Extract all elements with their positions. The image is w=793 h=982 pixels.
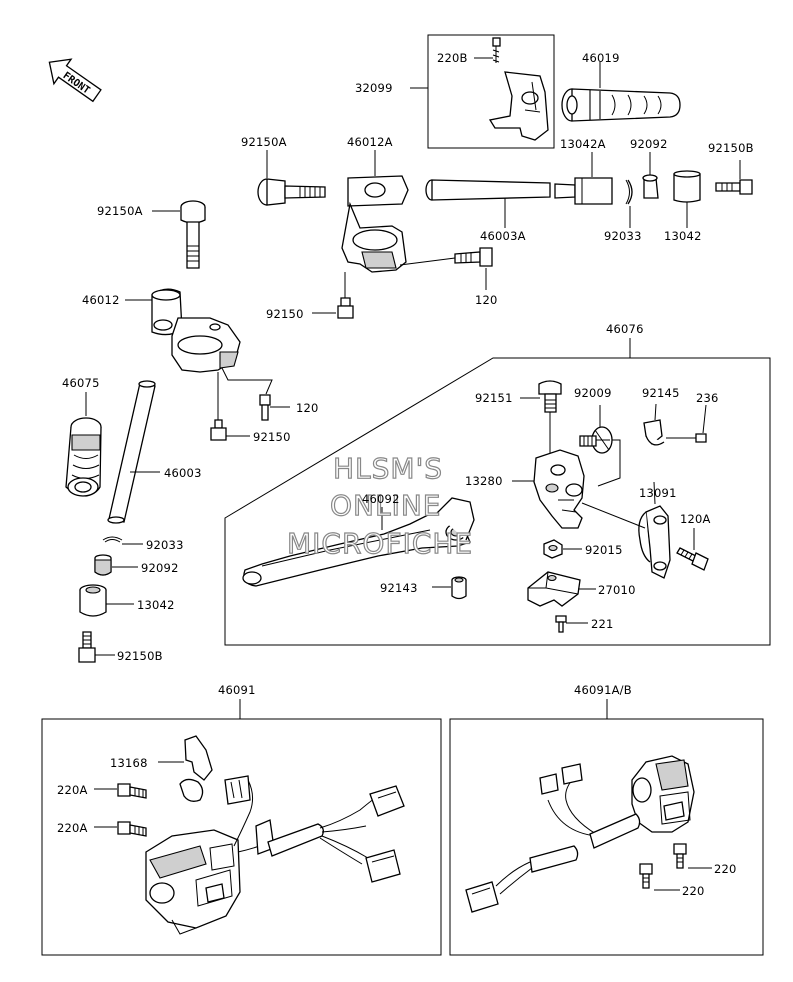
label-13280: 13280: [465, 474, 503, 488]
weight-13042A: [554, 152, 613, 205]
bolt-120-mid: [221, 367, 290, 421]
bolt-92150-mid: [210, 372, 250, 441]
bolt-92150-top: [312, 272, 354, 319]
wire-harness-right: [465, 763, 641, 913]
label-220-1: 220: [714, 862, 737, 876]
label-46091AB: 46091A/B: [574, 683, 632, 697]
lever-assembly-box: [224, 357, 771, 646]
switch-27010: [527, 571, 596, 607]
label-13042-low: 13042: [137, 598, 175, 612]
label-27010: 27010: [598, 583, 636, 597]
ring-92033-low: [102, 536, 143, 545]
screw-236: [666, 404, 707, 443]
front-arrow: FRONT: [48, 58, 102, 103]
watermark-line-1: HLSM'S: [333, 452, 443, 485]
label-46003: 46003: [164, 466, 202, 480]
label-13042A: 13042A: [560, 137, 606, 151]
label-46003A: 46003A: [480, 229, 526, 243]
label-120A: 120A: [680, 512, 711, 526]
clamp-46012: [125, 288, 241, 373]
bolt-92150B-top: [715, 160, 753, 195]
lever-holder-13280: [512, 449, 585, 529]
label-92092-low: 92092: [141, 561, 179, 575]
switch-box-left: [41, 718, 442, 956]
bracket-13168: [158, 735, 213, 802]
label-46019: 46019: [582, 51, 620, 65]
adjuster-92009: [579, 405, 621, 487]
label-120-mid: 120: [296, 401, 319, 415]
label-46092: 46092: [362, 492, 400, 506]
label-221: 221: [591, 617, 614, 631]
label-92150-top: 92150: [266, 307, 304, 321]
bolt-92151: [520, 380, 562, 460]
label-220A-1: 220A: [57, 783, 88, 797]
grip-46075: [65, 392, 102, 497]
throttle-box: [427, 34, 555, 149]
bushing-92143: [432, 576, 467, 600]
label-92092-top: 92092: [630, 137, 668, 151]
label-220-2: 220: [682, 884, 705, 898]
watermark-line-2: ONLINE: [330, 489, 441, 522]
ring-92033-top: [625, 179, 633, 228]
label-92015: 92015: [585, 543, 623, 557]
handlebar-46003A: [425, 179, 551, 228]
label-32099: 32099: [355, 81, 393, 95]
label-92143: 92143: [380, 581, 418, 595]
throttle-pulley-32099: [488, 71, 549, 141]
label-120-top: 120: [475, 293, 498, 307]
handlebar-46003: [107, 380, 160, 524]
label-46075: 46075: [62, 376, 100, 390]
clamp-46012A: [341, 150, 409, 273]
bolt-92150A-top: [257, 178, 326, 206]
label-220A-2: 220A: [57, 821, 88, 835]
screw-220A-2: [94, 821, 147, 837]
label-92150B-low: 92150B: [117, 649, 163, 663]
label-92150A-left: 92150A: [97, 204, 143, 218]
label-46012: 46012: [82, 293, 120, 307]
label-92150B-top: 92150B: [708, 141, 754, 155]
label-236: 236: [696, 391, 719, 405]
screw-221: [555, 615, 588, 633]
label-46091: 46091: [218, 683, 256, 697]
bolt-120A: [676, 528, 709, 571]
label-13042-top: 13042: [664, 229, 702, 243]
weight-13042-top: [673, 170, 701, 228]
screw-220A-1: [94, 783, 147, 799]
handlebar-switch-46091: [145, 829, 241, 935]
bolt-92150A-left: [152, 200, 206, 269]
bolt-92150B-low: [78, 631, 115, 663]
label-92150A-top: 92150A: [241, 135, 287, 149]
watermark-line-3: MICROFICHE: [287, 527, 473, 560]
screw-220-1: [673, 843, 712, 869]
bolt-120-top: [399, 247, 493, 290]
throttle-grip-46019: [561, 88, 681, 122]
screw-220-2: [639, 863, 680, 891]
handlebar-switch-46091AB: [631, 755, 695, 833]
nut-92015: [543, 539, 582, 559]
label-13091: 13091: [639, 486, 677, 500]
label-92033-top: 92033: [604, 229, 642, 243]
wire-harness-left: [224, 775, 405, 883]
label-46076: 46076: [606, 322, 644, 336]
brake-lever-46092: [242, 497, 475, 587]
spacer-92092-top: [642, 152, 659, 199]
label-92009: 92009: [574, 386, 612, 400]
weight-13042-low: [79, 584, 134, 617]
clamp-13091: [581, 481, 671, 579]
screw-220B: [492, 37, 501, 63]
spacer-92092-low: [94, 554, 138, 576]
part-labels: 220B 46019 32099 92150A 46012A 13042A 92…: [57, 51, 754, 898]
label-46012A: 46012A: [347, 135, 393, 149]
label-92151: 92151: [475, 391, 513, 405]
spring-92145: [643, 403, 665, 446]
watermark: HLSM'S ONLINE MICROFICHE: [286, 451, 473, 560]
label-92150-mid: 92150: [253, 430, 291, 444]
label-92033-low: 92033: [146, 538, 184, 552]
label-92145: 92145: [642, 386, 680, 400]
label-13168: 13168: [110, 756, 148, 770]
label-220B: 220B: [437, 51, 468, 65]
